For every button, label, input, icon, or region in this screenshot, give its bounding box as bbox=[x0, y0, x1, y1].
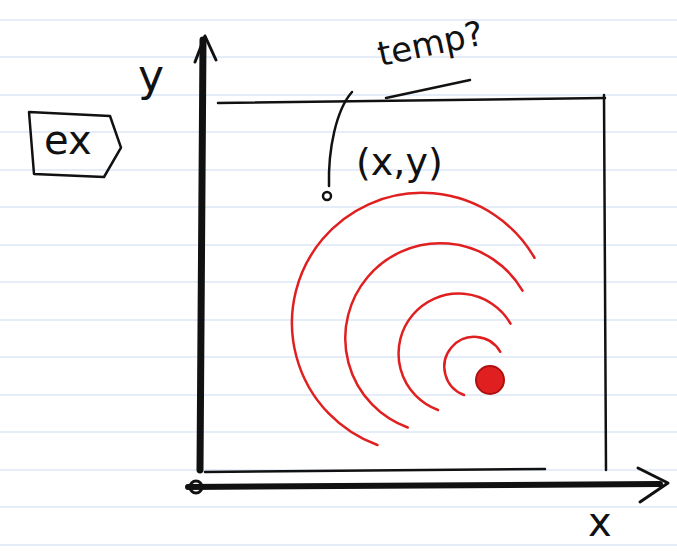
underline bbox=[386, 80, 470, 98]
handwritten-label: (x,y) bbox=[356, 142, 443, 184]
boxed-note: ex bbox=[26, 108, 124, 180]
y-axis bbox=[200, 40, 203, 470]
y-arrowhead bbox=[195, 36, 216, 62]
point-dot bbox=[323, 192, 331, 200]
heat-contours bbox=[292, 193, 535, 445]
handwritten-label: y bbox=[138, 52, 164, 100]
square-right bbox=[604, 95, 606, 470]
heat-source bbox=[476, 366, 504, 394]
square-bottom bbox=[205, 469, 545, 472]
x-arrowhead bbox=[638, 468, 668, 502]
square-top bbox=[218, 98, 605, 103]
handwritten-label: temp? bbox=[374, 15, 486, 74]
leader-line bbox=[329, 92, 352, 186]
ruled-lines bbox=[0, 20, 677, 545]
origin-dot bbox=[190, 481, 202, 493]
note-text: ex bbox=[44, 118, 92, 162]
x-axis bbox=[188, 484, 660, 487]
handwritten-label: x bbox=[588, 500, 612, 544]
